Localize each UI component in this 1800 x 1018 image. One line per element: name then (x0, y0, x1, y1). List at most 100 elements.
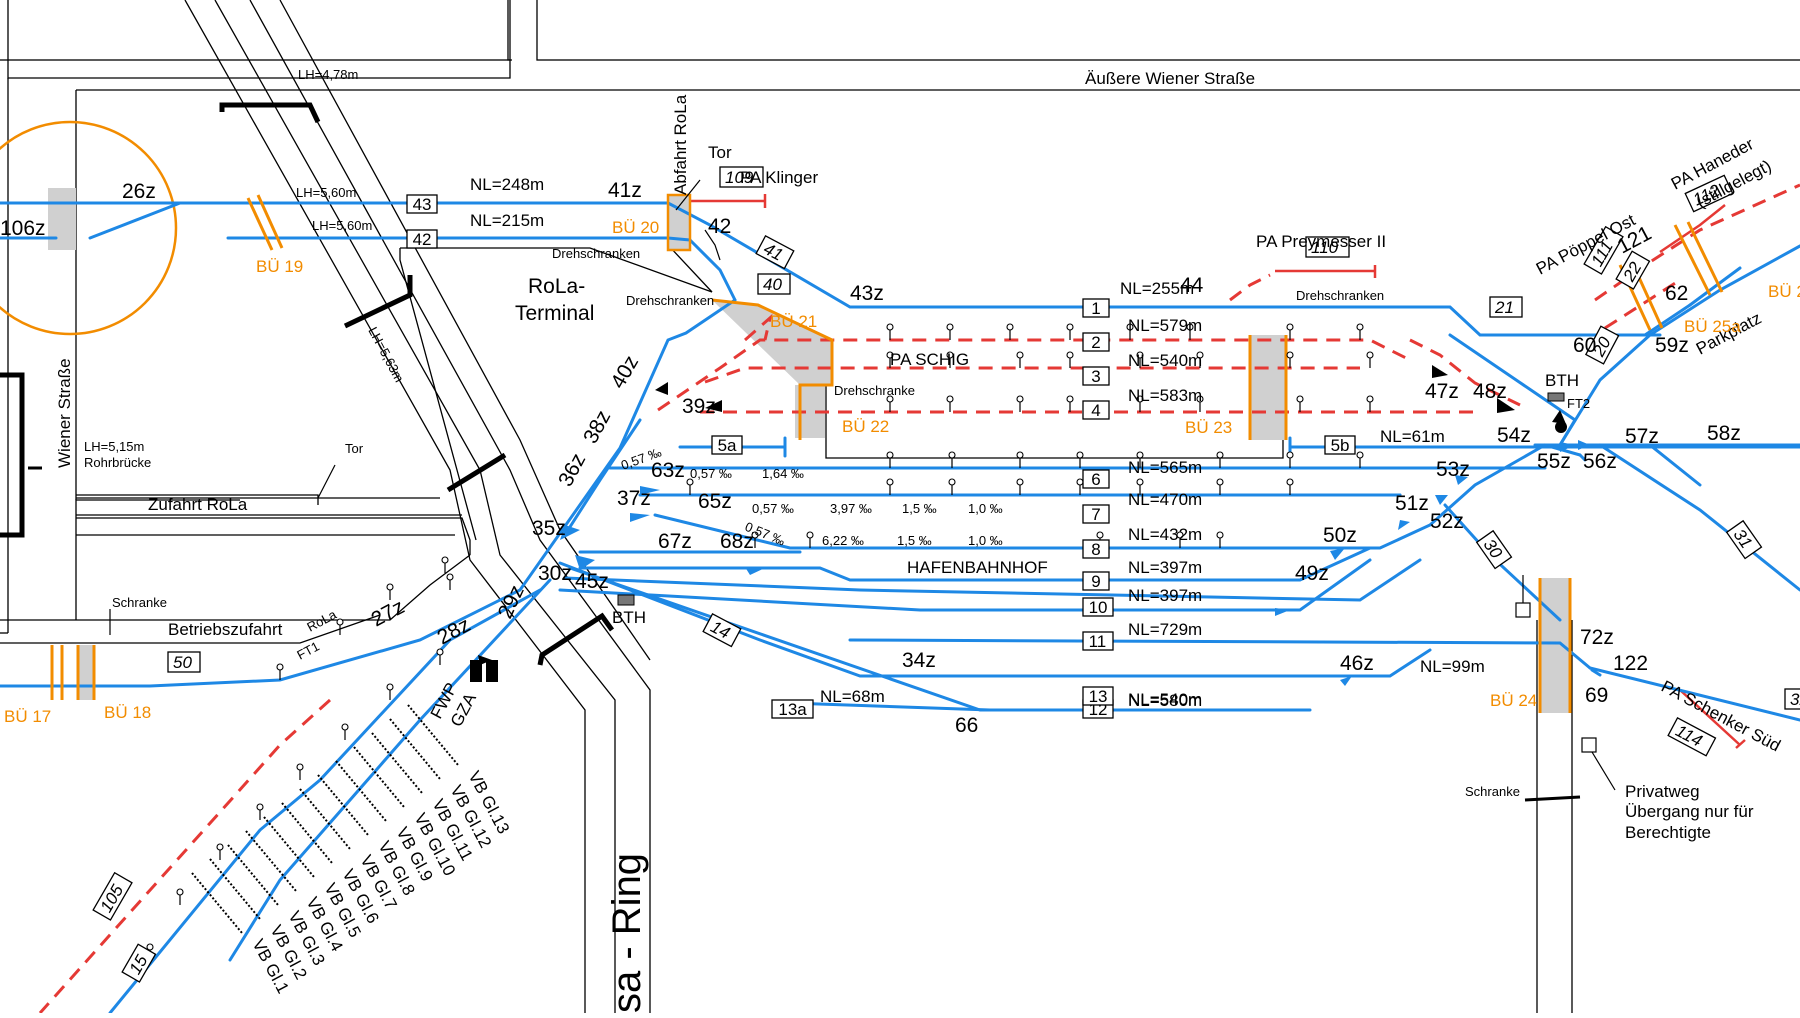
platform-bar (78, 645, 94, 700)
track-box (1082, 400, 1110, 420)
note-tor-2: Tor (345, 441, 364, 456)
switch-label: 37z (617, 487, 651, 510)
track-number: 5b (1331, 436, 1350, 455)
track-box (1082, 332, 1110, 352)
track-number: 9 (1091, 572, 1100, 591)
switch-label: 44 (1180, 274, 1204, 297)
track-box (406, 194, 438, 214)
area-hafenbahnhof: HAFENBAHNHOF (907, 558, 1048, 577)
track-nl-length: NL=432m (1128, 525, 1202, 544)
line-tag: 30 (1475, 529, 1513, 570)
switch-label: 72z (1580, 626, 1614, 649)
crossing-label: BÜ 24 (1490, 691, 1537, 710)
track-box (711, 435, 743, 455)
platform-bar (1250, 335, 1286, 440)
switch-label: 34z (902, 649, 936, 672)
track-number: 10 (1089, 598, 1108, 617)
switch-label: 58z (1707, 422, 1741, 445)
track-box (1082, 686, 1114, 706)
track-box (1082, 469, 1110, 489)
track-box (1082, 298, 1110, 318)
crossing-label: BÜ 18 (104, 703, 151, 722)
switch-label: 29z (494, 582, 529, 622)
siding-label: PA Klinger (740, 168, 818, 187)
track-number: 5a (718, 436, 737, 455)
note-lh560a: LH=5,60m (296, 185, 356, 200)
switch-label: 60 (1573, 334, 1596, 357)
switch-label: 28z (434, 613, 475, 649)
switch-label: 68z (720, 530, 754, 553)
track-number: 7 (1091, 505, 1100, 524)
gradient-label: 1,5 ‰ (902, 501, 937, 516)
switch-label: 51z (1395, 492, 1429, 515)
gradient-labels: 0,57 ‰0,57 ‰1,64 ‰0,57 ‰3,97 ‰1,5 ‰1,0 ‰… (619, 444, 1003, 548)
track-nl-length: NL=215m (470, 211, 544, 230)
area-abfahrt: Abfahrt RoLa (671, 94, 690, 195)
track-number: 8 (1091, 540, 1100, 559)
switch-label: 45z (575, 570, 609, 593)
switch-label: 67z (658, 530, 692, 553)
switch-label: 39z (682, 395, 716, 418)
switch-label: 42 (708, 215, 731, 238)
line-tag: 22 (1615, 250, 1651, 290)
track-nl-length: NL=397m (1128, 558, 1202, 577)
crossing-label: BÜ 17 (4, 707, 51, 726)
switch-label: 30z (538, 562, 572, 585)
track-number: 2 (1091, 333, 1100, 352)
gradient-label: 0,57 ‰ (690, 466, 732, 481)
bridge-marks (0, 102, 615, 666)
switch-label: 46z (1340, 652, 1374, 675)
crossing-label: BÜ 19 (256, 257, 303, 276)
svg-text:32: 32 (1790, 690, 1800, 709)
siding-label: PA Schenker Süd (1658, 677, 1783, 756)
switch-label: 43z (850, 282, 884, 305)
line-tag: 32 (1784, 688, 1800, 710)
note-lh560b: LH=5,60m (312, 218, 372, 233)
privatweg-line-3: Berechtigte (1625, 823, 1711, 842)
note-ft1: FT1 (294, 639, 321, 663)
street-aeussere-wiener: Äußere Wiener Straße (1085, 69, 1255, 88)
track-nl-length: NL=248m (470, 175, 544, 194)
note-rohrbruecke: Rohrbrücke (84, 455, 151, 470)
track-box (1082, 539, 1110, 559)
note-ft2: FT2 (1567, 396, 1590, 411)
switch-label: 47z (1425, 380, 1459, 403)
track-number: 43 (413, 195, 432, 214)
crossing-label: BÜ 21 (770, 312, 817, 331)
area-rola-2: Terminal (515, 302, 594, 325)
switch-label: 50z (1323, 524, 1357, 547)
switch-label: 65z (698, 490, 732, 513)
track-nl-length: NL=565m (1128, 458, 1202, 477)
area-rola-1: RoLa- (528, 275, 585, 298)
track-number: 13 (1089, 687, 1108, 706)
crossing-label: BÜ 20 (612, 218, 659, 237)
switch-label: 48z (1473, 380, 1507, 403)
track-number: 4 (1091, 401, 1100, 420)
crossing-label: BÜ 23 (1185, 418, 1232, 437)
building-block (536, 0, 1800, 61)
switch-label: 63z (651, 459, 685, 482)
area-pa-schig: PA SCHIG (890, 350, 969, 369)
gradient-label: 1,5 ‰ (897, 533, 932, 548)
crossing-label: BÜ 25a (1684, 317, 1741, 336)
note-bth-2: BTH (612, 608, 646, 627)
buffer-triangles (655, 365, 1566, 424)
line-tag: 40 (757, 273, 791, 295)
privatweg-line-1: Privatweg (1625, 782, 1700, 801)
track-nl-length: NL=61m (1380, 427, 1445, 446)
level-crossings (50, 193, 1724, 713)
switch-label: 122 (1613, 652, 1648, 675)
svg-text:50: 50 (173, 653, 192, 672)
svg-text:21: 21 (1494, 298, 1514, 317)
switch-label: 55z (1537, 450, 1571, 473)
note-drehschranke: Drehschranke (834, 383, 915, 398)
note-schranke-2: Schranke (1465, 784, 1520, 799)
switch-label: 57z (1625, 425, 1659, 448)
line-tag: 21 (1489, 296, 1523, 318)
gradient-label: 1,64 ‰ (762, 466, 804, 481)
track-number: 13a (778, 700, 807, 719)
misc-marks (109, 179, 1616, 802)
